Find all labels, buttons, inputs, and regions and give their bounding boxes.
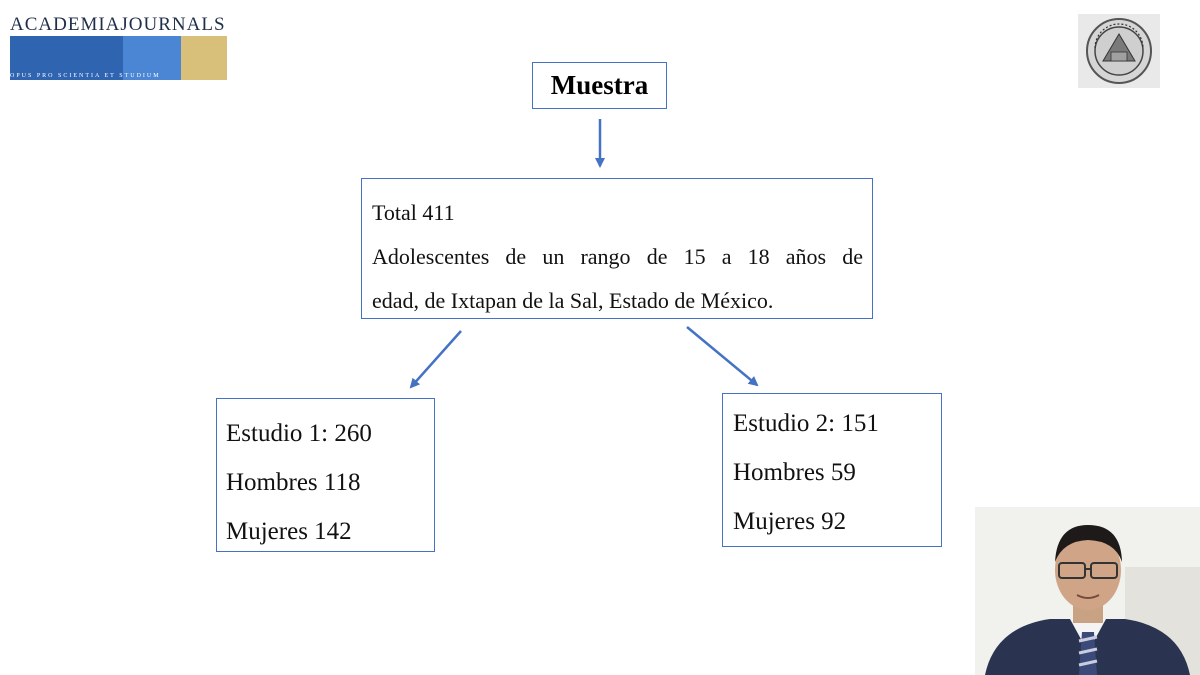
root-node-label: Muestra <box>550 70 649 100</box>
logo-bar-segment <box>181 36 227 80</box>
arrow-total-to-study2 <box>686 326 759 387</box>
academia-journals-logo: ACADEMIAJOURNALS OPUS PRO SCIENTIA ET ST… <box>10 14 230 82</box>
logo-tagline: OPUS PRO SCIENTIA ET STUDIUM <box>10 73 161 79</box>
study1-title: Estudio 1: 260 <box>226 420 372 447</box>
study1-men: Hombres 118 <box>226 469 361 496</box>
total-line: Total 411 <box>372 200 455 225</box>
study2-women: Mujeres 92 <box>733 508 847 535</box>
presenter-webcam-icon <box>975 507 1200 675</box>
root-node-muestra: Muestra <box>532 62 667 109</box>
study2-men: Hombres 59 <box>733 459 856 486</box>
logo-bar-segment <box>10 36 123 80</box>
total-node: Total 411 Adolescentes de un rango de 15… <box>361 178 873 319</box>
logo-title: ACADEMIAJOURNALS <box>10 14 226 35</box>
study1-node: Estudio 1: 260 Hombres 118 Mujeres 142 <box>216 398 435 552</box>
study2-node: Estudio 2: 151 Hombres 59 Mujeres 92 <box>722 393 942 547</box>
study1-women: Mujeres 142 <box>226 518 352 545</box>
university-seal-icon <box>1078 14 1160 88</box>
arrow-total-to-study1 <box>409 330 462 389</box>
logo-bar-segment <box>122 36 182 80</box>
study2-title: Estudio 2: 151 <box>733 410 879 437</box>
description-line: edad, de Ixtapan de la Sal, Estado de Mé… <box>372 288 774 313</box>
description-line: Adolescentes de un rango de 15 a 18 años… <box>372 244 863 269</box>
logo-color-bar <box>10 36 227 80</box>
